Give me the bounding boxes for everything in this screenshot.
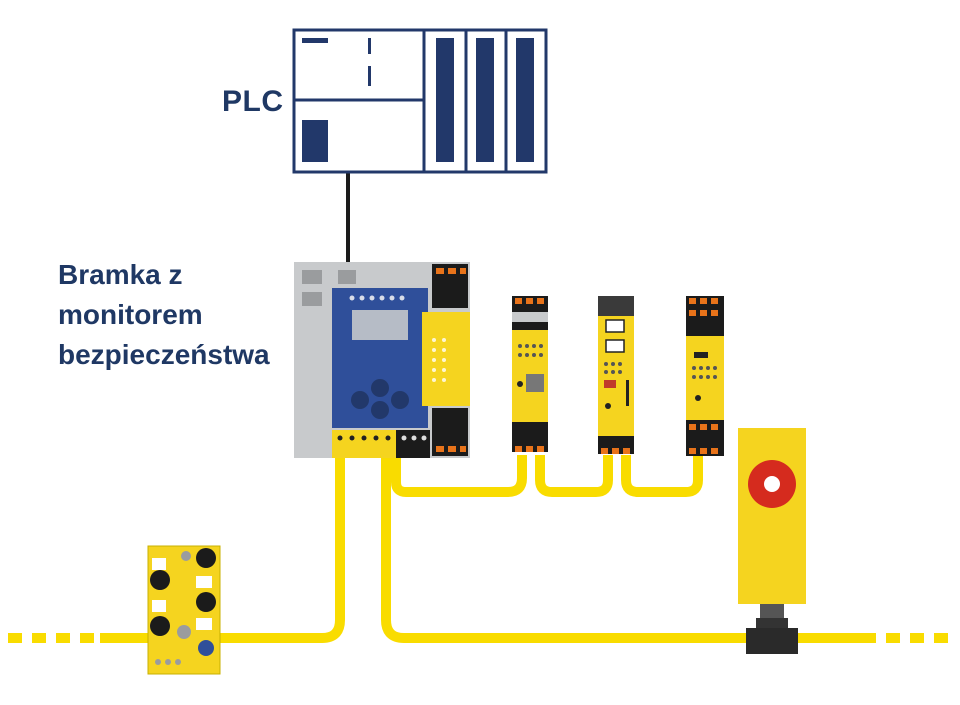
- bus-module2-to-module3: [621, 455, 703, 497]
- bus-module1-to-module2: [535, 455, 613, 497]
- emergency-stop-icon: [738, 428, 806, 654]
- bus-cables: [8, 450, 952, 643]
- plc-label: PLC: [222, 85, 284, 118]
- plc-rack-icon: [292, 28, 548, 262]
- safety-module-3: [686, 296, 724, 456]
- gateway-label: Bramka z monitorem bezpieczeństwa: [58, 258, 270, 378]
- safety-module-1: [512, 296, 548, 452]
- gateway-display: [352, 310, 408, 340]
- safety-gateway-icon: [294, 262, 470, 458]
- bus-gateway-to-estop: [381, 450, 750, 643]
- gateway-label-line-1: Bramka z: [58, 259, 183, 290]
- io-module-icon: [147, 545, 221, 675]
- bus-gateway-to-modules: [391, 450, 527, 497]
- gateway-label-line-3: bezpieczeństwa: [58, 339, 270, 370]
- gateway-label-line-2: monitorem: [58, 299, 203, 330]
- safety-module-2: [598, 296, 634, 454]
- bus-io-to-gateway: [220, 450, 345, 643]
- gateway-keypad: [351, 379, 409, 419]
